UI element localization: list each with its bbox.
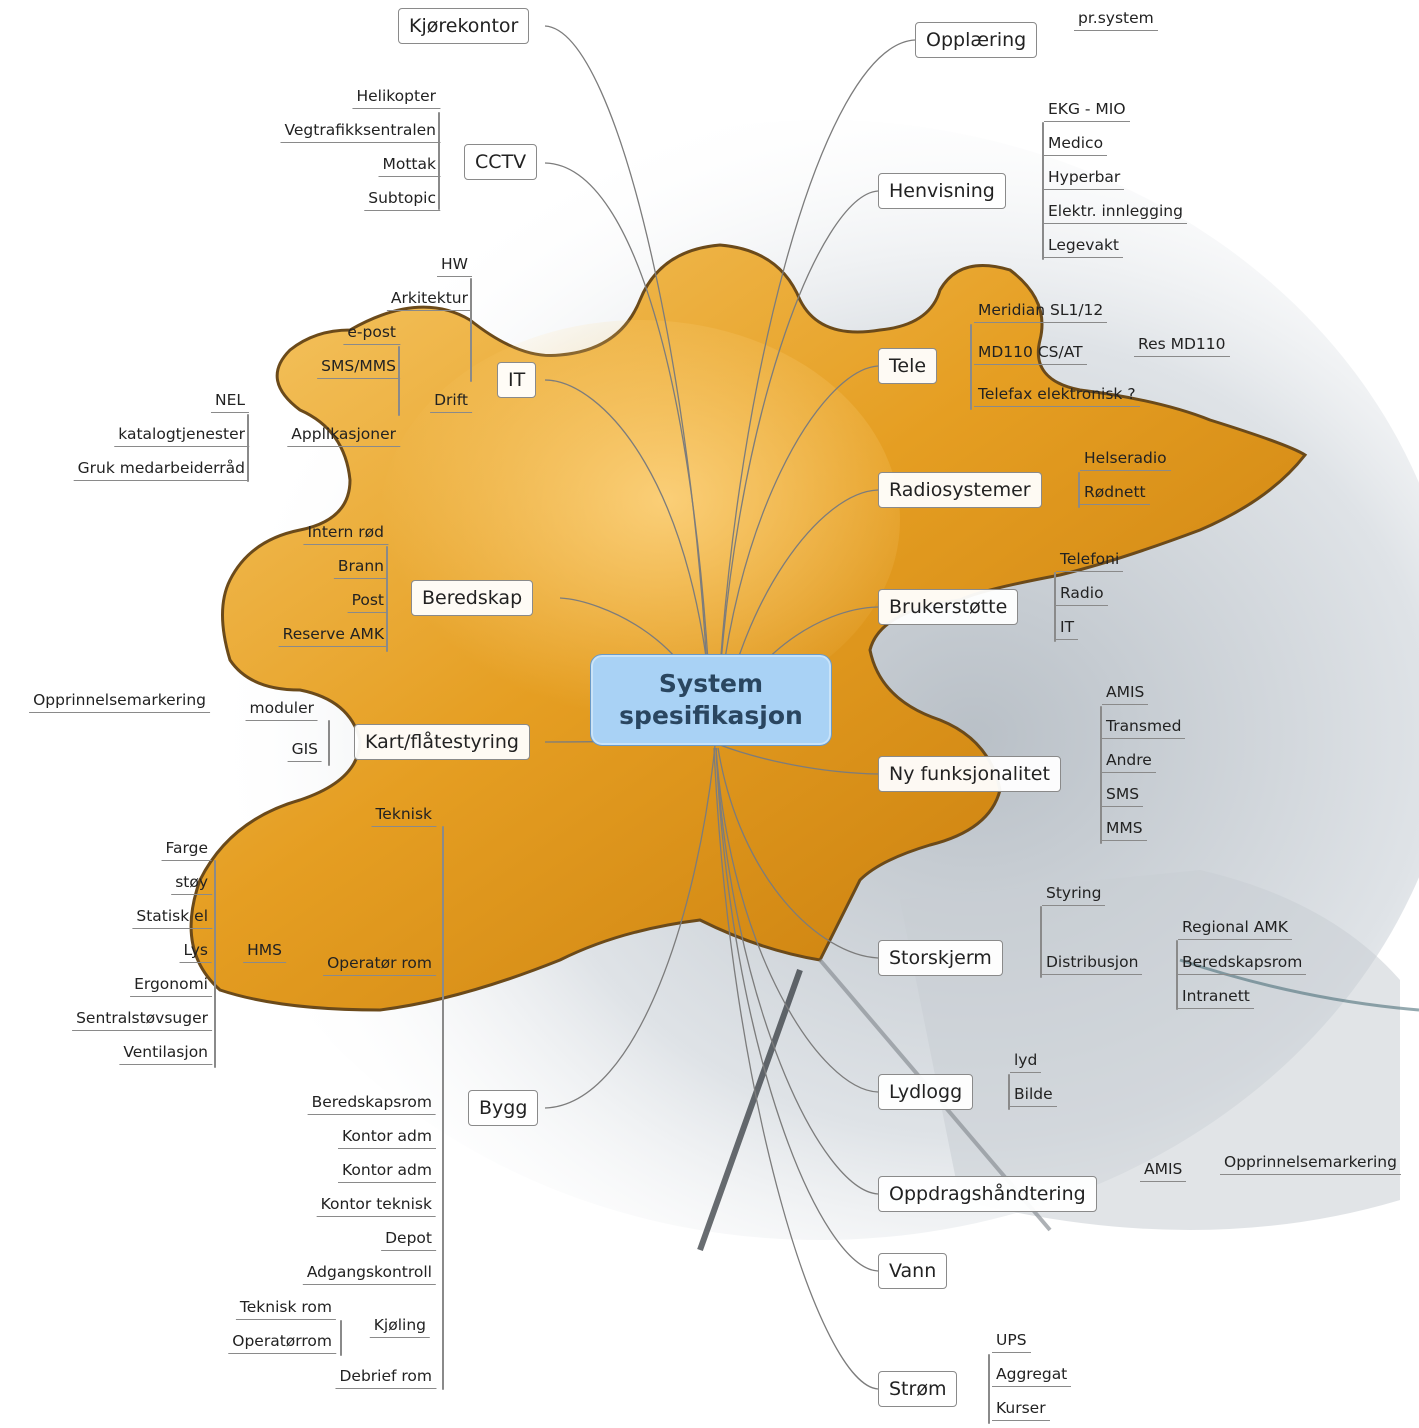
bygg-beredskapsrom[interactable]: Beredskapsrom [308, 1092, 436, 1115]
topic-ny-funksjonalitet[interactable]: Ny funksjonalitet [878, 756, 1061, 792]
bruker-radio[interactable]: Radio [1056, 583, 1108, 606]
cctv-mottak[interactable]: Mottak [379, 154, 441, 177]
it-smsmms[interactable]: SMS/MMS [317, 356, 400, 379]
nyfunk-andre[interactable]: Andre [1102, 750, 1156, 773]
kart-bracket [328, 720, 330, 766]
cctv-subtopic[interactable]: Subtopic [364, 188, 440, 211]
topic-storskjerm[interactable]: Storskjerm [878, 940, 1003, 976]
lydlogg-lyd[interactable]: lyd [1010, 1050, 1041, 1073]
tele-bracket [970, 324, 972, 410]
hms-ventilasjon[interactable]: Ventilasjon [119, 1042, 212, 1065]
bygg-teknisk[interactable]: Teknisk [371, 804, 436, 827]
storskjerm-styring[interactable]: Styring [1042, 883, 1105, 906]
hms-lys[interactable]: Lys [180, 940, 212, 963]
kart-gis[interactable]: GIS [288, 739, 322, 762]
oppdrag-opprinnelsemarkering[interactable]: Opprinnelsemarkering [1220, 1152, 1401, 1175]
topic-kart[interactable]: Kart/flåtestyring [354, 724, 530, 760]
tele-telefax[interactable]: Telefax elektronisk ? [974, 384, 1140, 407]
bruker-it[interactable]: IT [1056, 617, 1078, 640]
topic-lydlogg[interactable]: Lydlogg [878, 1074, 973, 1110]
it-drift[interactable]: Drift [430, 390, 472, 413]
topic-oppdragshandtering[interactable]: Oppdragshåndtering [878, 1176, 1097, 1212]
cctv-helikopter[interactable]: Helikopter [352, 86, 440, 109]
oppdrag-amis[interactable]: AMIS [1140, 1159, 1186, 1182]
hms-farge[interactable]: Farge [162, 838, 212, 861]
kjoling-bracket [340, 1320, 342, 1356]
storskjerm-distribusjon[interactable]: Distribusjon [1042, 952, 1142, 975]
distribusjon-regional-amk[interactable]: Regional AMK [1178, 917, 1292, 940]
nyfunk-transmed[interactable]: Transmed [1102, 716, 1185, 739]
bygg-depot[interactable]: Depot [381, 1228, 436, 1251]
henvisning-medico[interactable]: Medico [1044, 133, 1107, 156]
opplaering-pr-system[interactable]: pr.system [1074, 8, 1158, 31]
bygg-hms[interactable]: HMS [243, 940, 286, 963]
beredskap-brann[interactable]: Brann [334, 556, 388, 579]
hms-ergonomi[interactable]: Ergonomi [130, 974, 212, 997]
henvisning-ekg-mio[interactable]: EKG - MIO [1044, 99, 1130, 122]
kjoling-operatorrom[interactable]: Operatørrom [228, 1331, 336, 1354]
distribusjon-beredskapsrom[interactable]: Beredskapsrom [1178, 952, 1306, 975]
bygg-operator-rom[interactable]: Operatør rom [323, 953, 436, 976]
kart-moduler[interactable]: moduler [246, 698, 318, 721]
topic-vann[interactable]: Vann [878, 1253, 947, 1289]
topic-opplaering[interactable]: Opplæring [915, 22, 1037, 58]
radio-helseradio[interactable]: Helseradio [1080, 448, 1171, 471]
henvisning-elektr-innlegging[interactable]: Elektr. innlegging [1044, 201, 1187, 224]
tele-md110[interactable]: MD110 CS/AT [974, 342, 1087, 365]
henvisning-hyperbar[interactable]: Hyperbar [1044, 167, 1124, 190]
it-epost[interactable]: e-post [343, 322, 400, 345]
strom-kurser[interactable]: Kurser [992, 1398, 1050, 1421]
topic-cctv[interactable]: CCTV [464, 144, 537, 180]
lydlogg-bilde[interactable]: Bilde [1010, 1084, 1057, 1107]
it-hw[interactable]: HW [437, 254, 472, 277]
bruker-telefoni[interactable]: Telefoni [1056, 549, 1123, 572]
henvisning-legevakt[interactable]: Legevakt [1044, 235, 1123, 258]
bygg-kontor-teknisk[interactable]: Kontor teknisk [317, 1194, 436, 1217]
topic-it[interactable]: IT [497, 362, 536, 398]
bygg-adgangskontroll[interactable]: Adgangskontroll [303, 1262, 436, 1285]
bygg-kjoling[interactable]: Kjøling [370, 1315, 430, 1338]
topic-bygg[interactable]: Bygg [468, 1090, 538, 1126]
topic-kjorekontor[interactable]: Kjørekontor [398, 8, 529, 44]
distribusjon-intranett[interactable]: Intranett [1178, 986, 1254, 1009]
beredskap-post[interactable]: Post [348, 590, 388, 613]
kjoling-teknisk-rom[interactable]: Teknisk rom [236, 1297, 336, 1320]
beredskap-intern-rod[interactable]: Intern rød [303, 522, 388, 545]
topic-beredskap[interactable]: Beredskap [411, 580, 533, 616]
topic-brukerstotte[interactable]: Brukerstøtte [878, 589, 1018, 625]
central-topic-line1: System [619, 668, 803, 700]
topic-strom[interactable]: Strøm [878, 1371, 957, 1407]
it-katalogtjenester[interactable]: katalogtjenester [114, 424, 249, 447]
bygg-kontor-adm-2[interactable]: Kontor adm [338, 1160, 436, 1183]
radio-rodnett[interactable]: Rødnett [1080, 482, 1150, 505]
central-topic[interactable]: System spesifikasjon [590, 654, 832, 746]
hms-sentralstovsuger[interactable]: Sentralstøvsuger [72, 1008, 212, 1031]
bygg-debrief-rom[interactable]: Debrief rom [335, 1366, 436, 1389]
nyfunk-mms[interactable]: MMS [1102, 818, 1147, 841]
nyfunk-amis[interactable]: AMIS [1102, 682, 1148, 705]
topic-henvisning[interactable]: Henvisning [878, 173, 1006, 209]
strom-ups[interactable]: UPS [992, 1330, 1031, 1353]
kart-opprinnelsemarkering[interactable]: Opprinnelsemarkering [29, 690, 210, 713]
topic-tele[interactable]: Tele [878, 348, 937, 384]
tele-meridian[interactable]: Meridian SL1/12 [974, 300, 1107, 323]
beredskap-reserve-amk[interactable]: Reserve AMK [279, 624, 388, 647]
it-gruk-medarbeiderrad[interactable]: Gruk medarbeiderråd [74, 458, 249, 481]
it-applikasjoner[interactable]: Applikasjoner [287, 424, 400, 447]
it-nel[interactable]: NEL [211, 390, 249, 413]
strom-bracket [988, 1354, 990, 1424]
strom-aggregat[interactable]: Aggregat [992, 1364, 1071, 1387]
hms-statisk-el[interactable]: Statisk el [132, 906, 212, 929]
tele-res-md110[interactable]: Res MD110 [1134, 334, 1230, 357]
cctv-vegtrafikksentralen[interactable]: Vegtrafikksentralen [281, 120, 441, 143]
central-topic-line2: spesifikasjon [619, 700, 803, 732]
nyfunk-sms[interactable]: SMS [1102, 784, 1143, 807]
topic-radiosystemer[interactable]: Radiosystemer [878, 472, 1042, 508]
hms-bracket [214, 860, 216, 1068]
it-arkitektur[interactable]: Arkitektur [387, 288, 472, 311]
hms-stoy[interactable]: støy [171, 872, 212, 895]
bygg-bracket [442, 826, 444, 1390]
bygg-kontor-adm-1[interactable]: Kontor adm [338, 1126, 436, 1149]
